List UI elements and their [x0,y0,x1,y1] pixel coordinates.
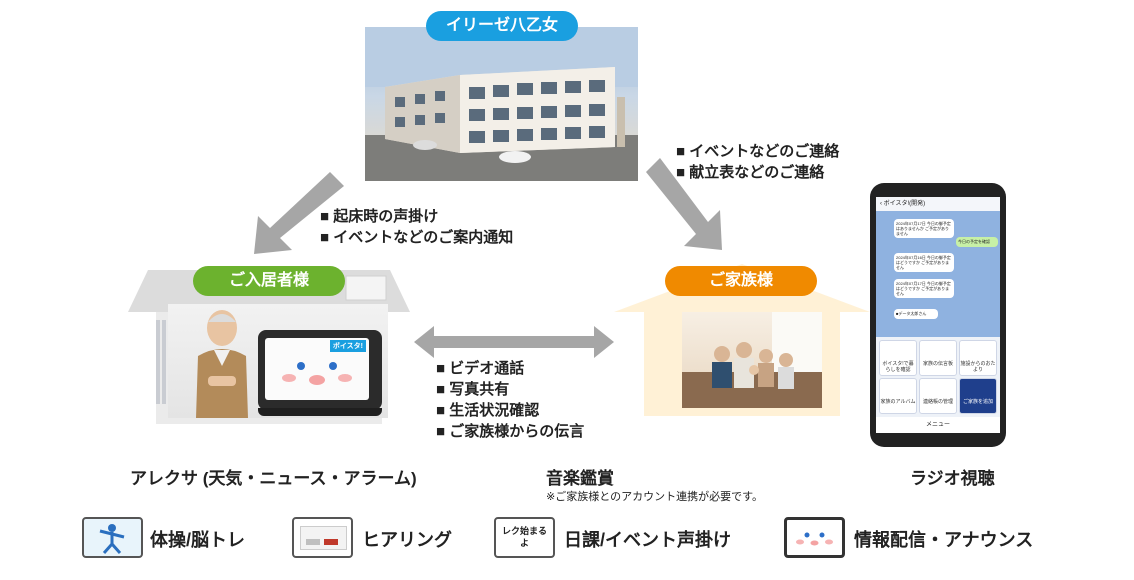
menu-tile[interactable]: 施設からのおたより [959,340,997,376]
arrow-facility-to-family [646,158,722,250]
chat-bubble: 2024年07月17日 今日の御予定はありませんか ご予定がありません [894,219,954,238]
feature-radio: ラジオ視聴 [910,469,995,488]
routine-thumbnail: レク始まるよ [494,517,555,558]
notes-resident-family: ■ ビデオ通話 ■ 写真共有 ■ 生活状況確認 ■ ご家族様からの伝言 [436,360,585,440]
smart-display-screen: ボイスタ! [265,338,369,400]
smart-display-device: ボイスタ! [258,330,382,416]
chat-bubble: 2024年07月16日 今日の御予定はどうですか ご予定がありません [894,253,954,272]
legend-hearing: ヒアリング [362,530,452,550]
feature-music-note: ※ご家族様とのアカウント連携が必要です。 [546,491,764,503]
family-illustration [682,312,822,408]
building-illustration [365,27,638,181]
menu-panel: ボイスタ!で暮らしを確認 家族の伝言板 施設からのおたより 家族のアルバム 連絡… [876,337,1000,433]
face-icon [796,532,833,546]
menu-tile-add-family[interactable]: ご家族を追加 [959,378,997,414]
face-display [282,362,352,385]
menu-tile[interactable]: 家族のアルバム [879,378,917,414]
notes-facility-to-family: ■ イベントなどのご連絡 ■ 献立表などのご連絡 [676,143,840,181]
face-thumbnail [784,517,845,558]
resident-label: ご入居者様 [193,266,345,296]
smartphone: ‹ ボイスタ!(開発) 2024年07月17日 今日の御予定はありませんか ご予… [870,183,1006,447]
elderly-man-illustration [196,310,248,418]
menu-bottom-bar[interactable]: メニュー [876,417,1000,433]
chat-bubble-self: 今日の予定を確認 [956,237,998,247]
arrow-resident-family [414,326,614,358]
menu-tile[interactable]: 家族の伝言板 [919,340,957,376]
legend-routine: 日課/イベント声掛け [564,530,732,550]
family-photo [682,312,822,408]
chat-title: ボイスタ!(開発) [883,201,926,207]
exercise-thumbnail [82,517,143,558]
device-brand-badge: ボイスタ! [329,340,366,352]
chat-header: ‹ ボイスタ!(開発) [876,197,1000,211]
family-label: ご家族様 [665,266,817,296]
exercise-icon [99,524,125,554]
routine-thumbnail-text: レク始まるよ [501,526,547,548]
facility-label: イリーゼ八乙女 [426,11,578,41]
feature-alexa: アレクサ (天気・ニュース・アラーム) [130,469,417,488]
menu-tile[interactable]: ボイスタ!で暮らしを確認 [879,340,917,376]
notes-facility-to-resident: ■ 起床時の声掛け ■ イベントなどのご案内通知 [320,208,514,246]
chat-bubble: 2024年07月17日 今日の御予定はどうですか ご予定がありません [894,279,954,298]
smartphone-screen: ‹ ボイスタ!(開発) 2024年07月17日 今日の御予定はありませんか ご予… [876,197,1000,433]
hearing-thumbnail [292,517,353,558]
legend-announcement: 情報配信・アナウンス [854,530,1034,550]
menu-tile[interactable]: 連絡帳の管理 [919,378,957,414]
arrow-facility-to-resident [254,172,344,254]
feature-music: 音楽鑑賞 [546,469,614,488]
chat-bubble: ■データ太郎さん [894,309,938,319]
facility-photo [365,27,638,181]
legend-exercise: 体操/脳トレ [150,530,246,550]
